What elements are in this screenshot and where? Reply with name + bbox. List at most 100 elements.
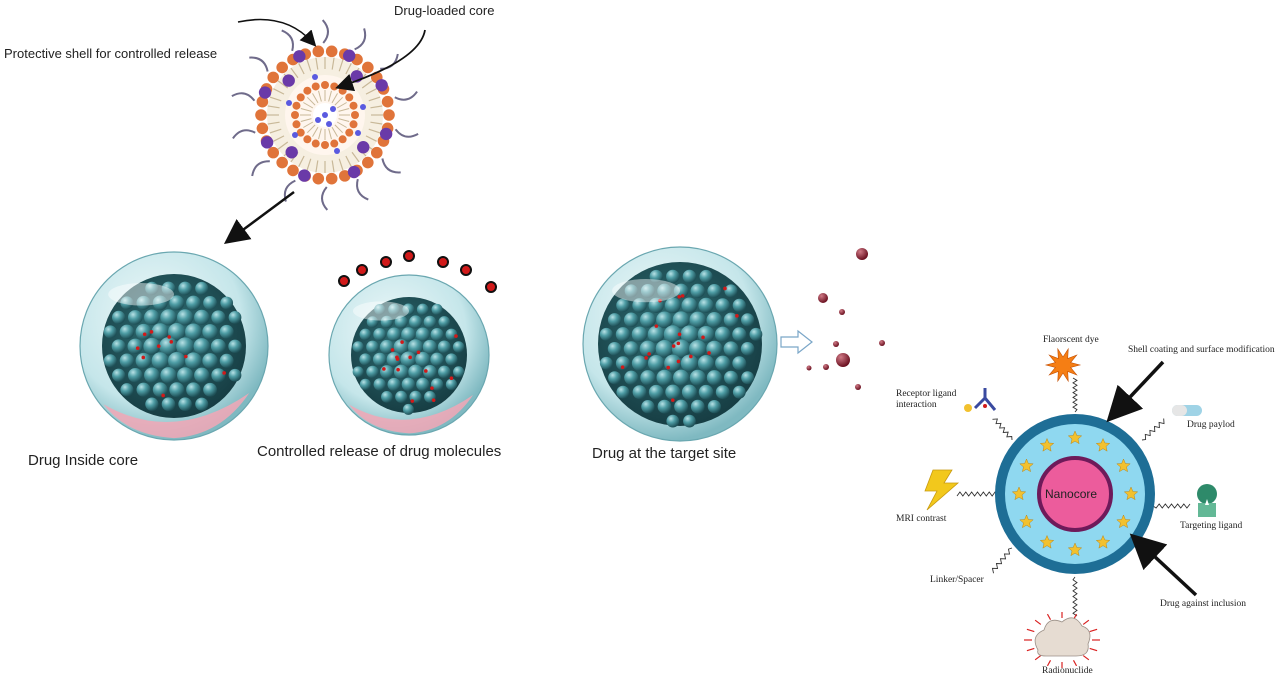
sub-particle: [195, 397, 209, 411]
sub-particle: [445, 328, 458, 341]
inner-lipid-head: [321, 81, 329, 89]
sub-particle: [623, 312, 639, 328]
peg-chain: [394, 128, 419, 138]
membrane-drug: [293, 50, 306, 63]
sub-particle: [387, 377, 401, 391]
peg-chain: [251, 160, 270, 177]
sub-particle: [228, 311, 242, 324]
lipid-head: [255, 109, 267, 121]
sub-particle: [740, 342, 755, 356]
sub-particle: [438, 365, 451, 379]
stage-inside-label: Drug Inside core: [28, 452, 139, 469]
sub-particle: [111, 339, 126, 354]
lipid-head: [276, 156, 288, 169]
sub-particle: [437, 340, 451, 354]
sub-particle: [202, 353, 218, 369]
sub-particle: [127, 338, 143, 355]
inner-lipid-tail: [331, 93, 338, 104]
drug-particle: [833, 341, 839, 347]
liposome-illustration: [231, 19, 419, 211]
drug-star: [1067, 430, 1083, 445]
inner-lipid-head: [338, 86, 347, 95]
sub-particle: [438, 316, 451, 328]
linker-chain: [1141, 418, 1165, 441]
inner-lipid-head: [296, 93, 305, 102]
sub-particle: [151, 323, 169, 341]
lipid-tail: [338, 158, 344, 171]
released-drug: [338, 275, 350, 287]
drug-dot: [654, 324, 659, 328]
stage-release-label: Controlled release of drug molecules: [257, 443, 502, 460]
sub-particle: [741, 313, 755, 327]
targeting-ligand-mark: [1205, 499, 1209, 505]
drug-particle: [806, 365, 812, 371]
inner-lipid-tail: [303, 121, 314, 128]
sub-particle: [698, 297, 714, 314]
sub-particle: [402, 403, 414, 415]
sub-particle: [655, 339, 674, 358]
sub-particle: [136, 295, 151, 310]
drug-dot: [424, 369, 428, 373]
sub-particle: [723, 341, 739, 357]
controlled-release-sphere: [328, 274, 490, 436]
bubble-highlight: [612, 279, 680, 303]
sub-particle: [732, 298, 746, 313]
inner-lipid-head: [349, 120, 358, 129]
linker-chain: [992, 418, 1013, 441]
sub-particle: [152, 382, 168, 398]
sub-particle: [706, 312, 723, 328]
sub-particle: [167, 323, 186, 341]
sub-particle: [203, 382, 217, 397]
lipid-head: [362, 156, 374, 169]
sub-particle: [374, 303, 386, 316]
drug-dot: [676, 359, 681, 364]
nanocore: [1037, 456, 1113, 532]
sub-particle: [683, 414, 696, 428]
peg-chain: [356, 178, 369, 201]
sub-particle: [681, 384, 697, 400]
released-drug: [437, 256, 449, 268]
peg-chain: [249, 56, 269, 72]
sub-particle: [615, 327, 631, 342]
bubble-highlight: [108, 283, 174, 306]
radiation-ray: [1089, 647, 1098, 652]
sub-particle: [690, 399, 705, 414]
sub-particle: [373, 378, 386, 391]
sub-particle: [145, 281, 159, 296]
sub-particle: [749, 327, 763, 341]
pink-release-cloud: [349, 395, 473, 434]
sub-particle: [228, 368, 242, 382]
inner-lipid-tail: [300, 118, 312, 122]
sub-particle: [656, 369, 673, 386]
sub-particle: [120, 383, 134, 397]
sub-particle: [657, 283, 672, 299]
peg-chain: [281, 29, 294, 52]
inner-lipid-tail: [312, 93, 319, 104]
sub-particle: [445, 353, 458, 366]
sub-particle: [168, 351, 186, 370]
drug-dot: [156, 344, 161, 348]
released-drug-molecules: [338, 250, 497, 293]
released-drug: [460, 264, 472, 276]
bubble-highlight: [353, 301, 409, 321]
receptor-ligand-sun: [964, 404, 972, 412]
membrane-drug: [260, 136, 274, 149]
core-drug: [334, 148, 340, 154]
drug-particle: [823, 364, 829, 370]
lipid-tail: [331, 160, 335, 173]
sub-particle: [715, 298, 730, 313]
drug-dot: [671, 344, 676, 348]
drug-dot: [449, 376, 454, 380]
sub-particle: [372, 352, 387, 367]
drug-dot: [689, 354, 693, 359]
drug-dot: [222, 371, 226, 375]
lipid-tail: [273, 135, 285, 142]
drug-dot: [676, 341, 681, 346]
lipid-head: [338, 170, 351, 182]
radionuclide-icon: [1034, 617, 1091, 657]
inner-lipid-tail: [331, 126, 338, 137]
sub-particle: [120, 296, 134, 310]
sub-particle: [671, 339, 691, 359]
sub-particle: [159, 337, 178, 356]
inner-lipid-tail: [334, 96, 344, 106]
